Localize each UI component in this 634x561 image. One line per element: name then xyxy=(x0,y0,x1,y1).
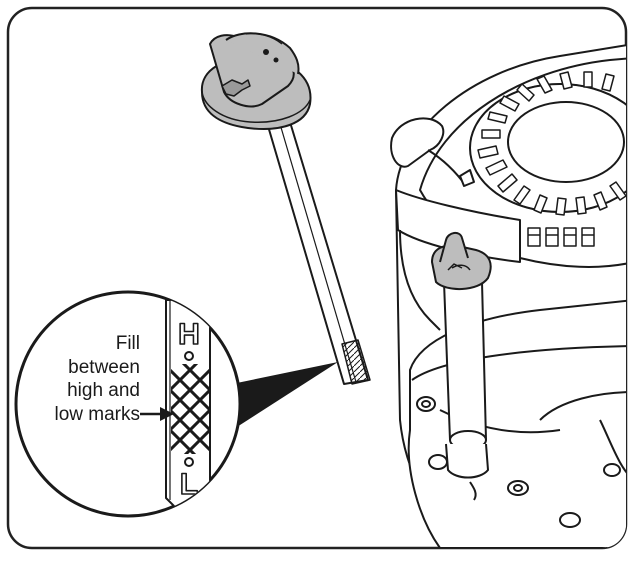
low-mark-hole xyxy=(184,457,194,467)
arrow-right-icon xyxy=(140,407,174,421)
instruction-line-1: Fill xyxy=(115,333,140,354)
fill-instruction-text: Fill between high and low marks xyxy=(0,332,140,426)
low-mark-label: L xyxy=(180,468,198,501)
instruction-line-3: high and xyxy=(67,380,140,401)
callout-magnifier: H L xyxy=(14,290,338,518)
high-mark-label: H xyxy=(178,318,200,351)
instruction-line-2: between xyxy=(68,356,140,378)
engine-illustration xyxy=(390,43,626,548)
dipstick-illustration xyxy=(200,32,371,385)
instruction-line-4: low marks xyxy=(54,403,140,425)
crosshatch-fill-zone xyxy=(171,364,209,454)
high-mark-hole xyxy=(184,351,194,361)
